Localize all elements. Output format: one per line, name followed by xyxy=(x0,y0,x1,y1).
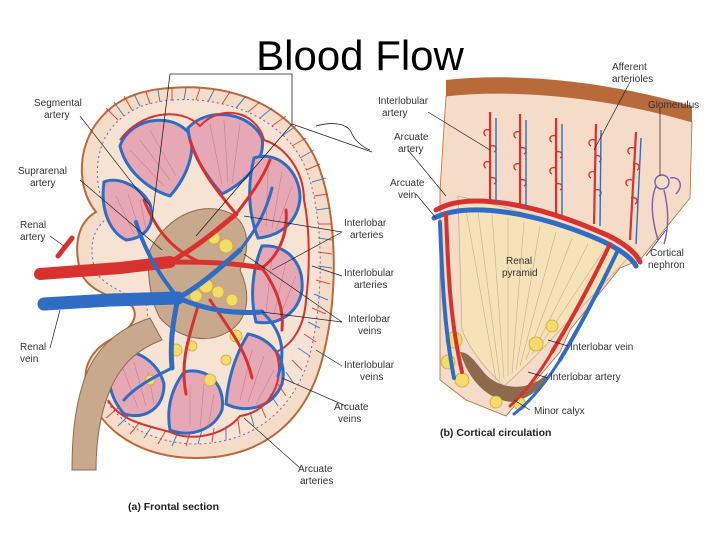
label-interlobar-veins-2: veins xyxy=(358,326,381,337)
label-arcuate-veins-2: veins xyxy=(338,414,361,425)
label-interlobular-artery-2: artery xyxy=(382,108,408,119)
label-interlobar-veins-1: Interlobar xyxy=(348,314,391,325)
cortical-nephron xyxy=(651,174,681,245)
label-arcuate-vein-1: Arcuate xyxy=(390,178,425,189)
renal-vein-tree xyxy=(37,186,284,402)
frontal-section-diagram: Segmental artery Suprarenal artery Renal… xyxy=(18,73,395,513)
caption-cortical-circulation: (b) Cortical circulation xyxy=(440,427,551,439)
label-interlobular-veins-1: Interlobular xyxy=(344,360,395,371)
label-afferent-arterioles-2: arterioles xyxy=(612,74,653,85)
label-interlobular-arteries-1: Interlobular xyxy=(344,268,395,279)
label-interlobular-veins-2: veins xyxy=(360,372,383,383)
label-segmental-artery-2: artery xyxy=(44,110,70,121)
renal-artery-tree xyxy=(34,138,288,396)
label-renal-pyramid-1: Renal xyxy=(506,256,532,267)
interlobular-arteries xyxy=(488,112,638,241)
label-arcuate-arteries-1: Arcuate xyxy=(298,464,333,475)
label-interlobar-vein: Interlobar vein xyxy=(570,342,633,353)
label-arcuate-artery-2: artery xyxy=(398,144,424,155)
label-suprarenal-artery-2: artery xyxy=(30,178,56,189)
label-interlobar-arteries-1: Interlobar xyxy=(344,218,387,229)
label-arcuate-artery-1: Arcuate xyxy=(394,132,429,143)
label-cortical-nephron-2: nephron xyxy=(648,260,685,271)
label-glomerulus: Glomerulus xyxy=(648,100,699,111)
label-arcuate-arteries-2: arteries xyxy=(300,476,333,487)
label-cortical-nephron-1: Cortical xyxy=(650,248,684,259)
slide-title: Blood Flow xyxy=(256,32,464,79)
label-suprarenal-artery-1: Suprarenal xyxy=(18,166,67,177)
glomerulus-shape xyxy=(654,174,670,190)
label-renal-vein-1: Renal xyxy=(20,342,46,353)
label-minor-calyx: Minor calyx xyxy=(534,406,585,417)
label-renal-pyramid-2: pyramid xyxy=(502,268,538,279)
cortical-circulation-diagram: Afferent arterioles Glomerulus Interlobu… xyxy=(378,62,699,439)
label-arcuate-veins-1: Arcuate xyxy=(334,402,369,413)
label-renal-artery-1: Renal xyxy=(20,220,46,231)
label-afferent-arterioles-1: Afferent xyxy=(612,62,647,73)
label-segmental-artery-1: Segmental xyxy=(34,98,82,109)
label-renal-artery-2: artery xyxy=(20,232,46,243)
frontal-labels: Segmental artery Suprarenal artery Renal… xyxy=(18,98,395,513)
label-renal-vein-2: vein xyxy=(20,354,38,365)
label-interlobar-arteries-2: arteries xyxy=(350,230,383,241)
cortical-labels: Afferent arterioles Glomerulus Interlobu… xyxy=(378,62,699,439)
caption-frontal-section: (a) Frontal section xyxy=(128,501,219,513)
label-arcuate-vein-2: vein xyxy=(398,190,416,201)
label-interlobular-arteries-2: arteries xyxy=(354,280,387,291)
label-interlobar-artery: Interlobar artery xyxy=(550,372,621,383)
ureter xyxy=(71,317,163,471)
label-interlobular-artery-1: Interlobular xyxy=(378,96,429,107)
